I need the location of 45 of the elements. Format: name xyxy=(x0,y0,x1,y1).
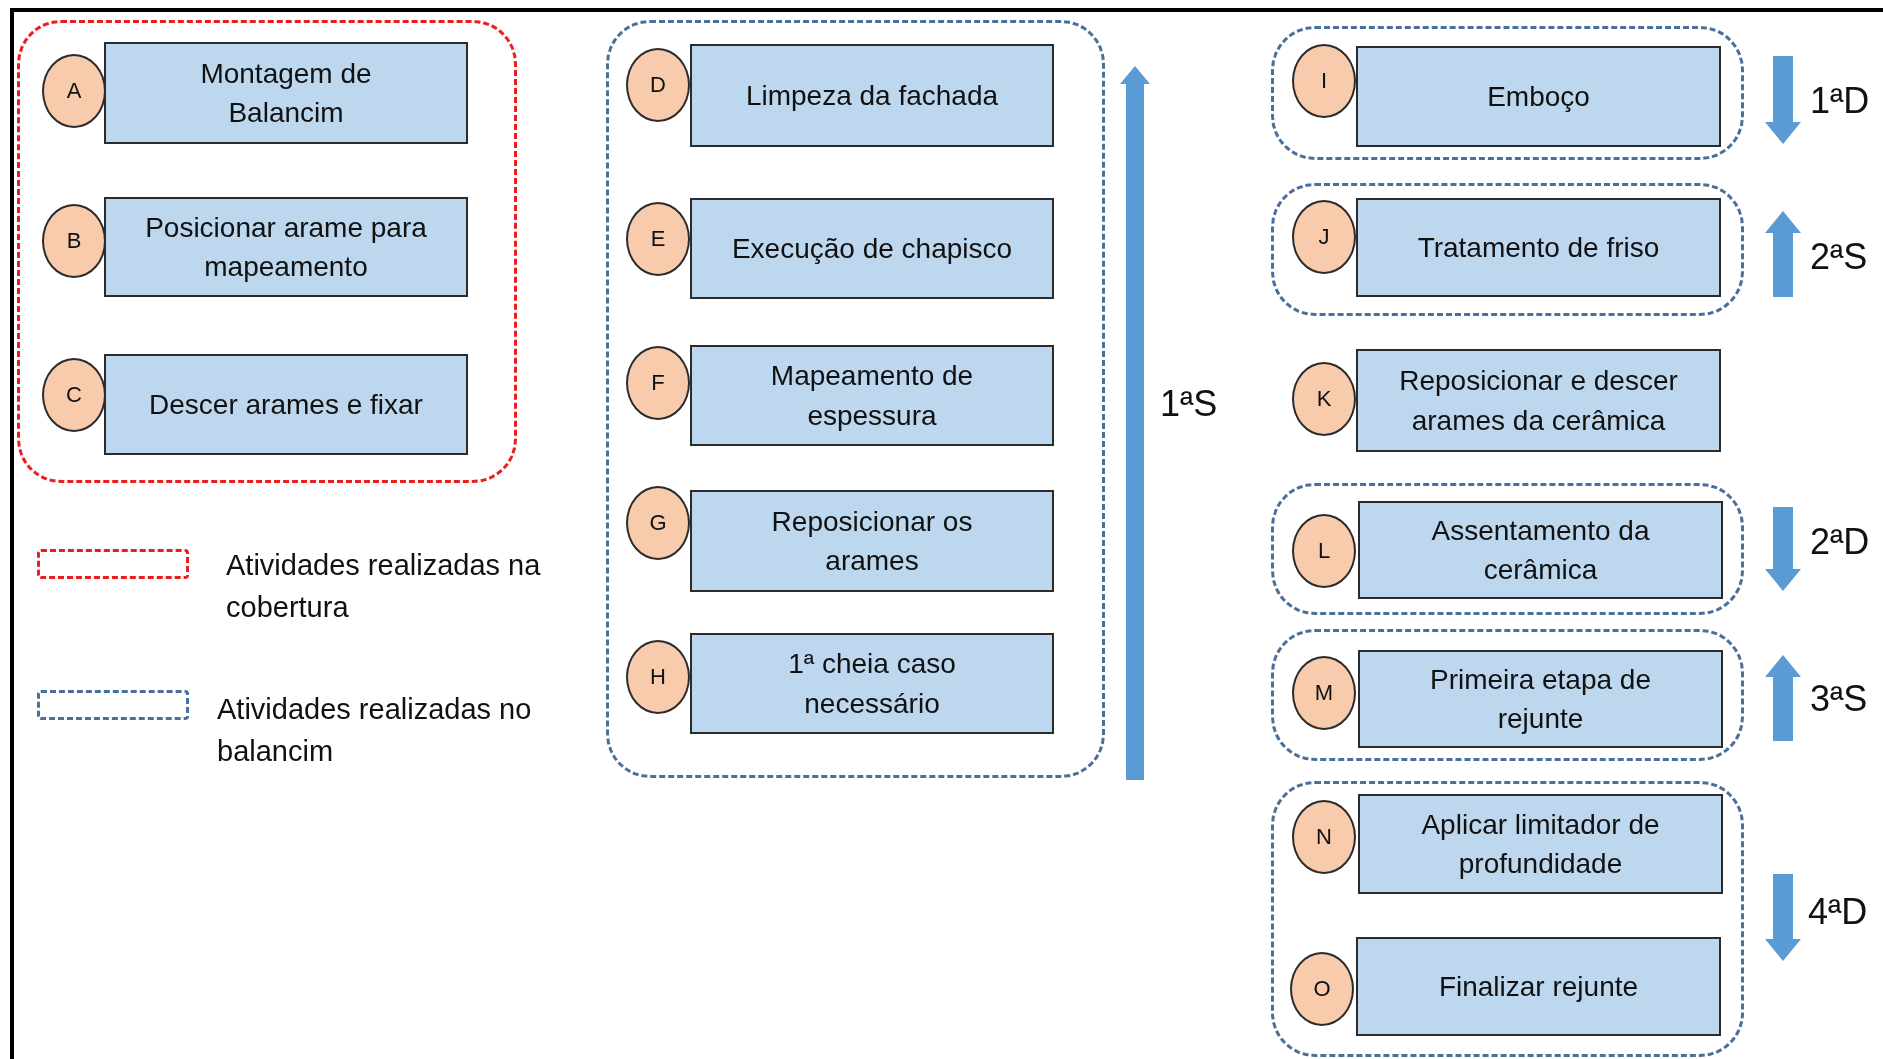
letter-circle: L xyxy=(1292,514,1356,588)
activity-box: Primeira etapa de rejunte xyxy=(1358,650,1723,748)
activity-box: 1ª cheia caso necessário xyxy=(690,633,1054,734)
activity-box: Tratamento de friso xyxy=(1356,198,1721,297)
dashed-group-outline xyxy=(1271,26,1744,160)
letter-circle: C xyxy=(42,358,106,432)
activity-box: Assentamento da cerâmica xyxy=(1358,501,1723,599)
legend-label: Atividades realizadas no balancim xyxy=(217,692,533,770)
letter-circle: G xyxy=(626,486,690,560)
pass-label: 4ªD xyxy=(1808,891,1868,933)
pass-label: 1ªS xyxy=(1160,383,1218,425)
dashed-group-outline xyxy=(1271,483,1744,615)
activity-box: Reposicionar e descer arames da cerâmica xyxy=(1356,349,1721,452)
letter-circle: H xyxy=(626,640,690,714)
activity-box: Finalizar rejunte xyxy=(1356,937,1721,1036)
activity-box: Montagem de Balancim xyxy=(104,42,468,144)
letter-circle: F xyxy=(626,346,690,420)
letter-circle: E xyxy=(626,202,690,276)
activity-box: Reposicionar os arames xyxy=(690,490,1054,592)
activity-box: Emboço xyxy=(1356,46,1721,147)
activity-box: Descer arames e fixar xyxy=(104,354,468,455)
activity-box: Aplicar limitador de profundidade xyxy=(1358,794,1723,894)
letter-circle: J xyxy=(1292,200,1356,274)
dashed-group-outline xyxy=(606,20,1105,778)
letter-circle: O xyxy=(1290,952,1354,1026)
dashed-group-outline xyxy=(1271,183,1744,316)
letter-circle: D xyxy=(626,48,690,122)
letter-circle: A xyxy=(42,54,106,128)
letter-circle: N xyxy=(1292,800,1356,874)
letter-circle: I xyxy=(1292,44,1356,118)
activity-box: Posicionar arame para mapeamento xyxy=(104,197,468,297)
letter-circle: K xyxy=(1292,362,1356,436)
pass-label: 1ªD xyxy=(1810,80,1870,122)
dashed-group-outline xyxy=(1271,781,1744,1057)
legend-label: Atividades realizadas na cobertura xyxy=(226,548,542,626)
pass-label: 2ªD xyxy=(1810,521,1870,563)
dashed-group-outline xyxy=(17,20,517,483)
letter-circle: M xyxy=(1292,656,1356,730)
pass-label: 3ªS xyxy=(1810,678,1868,720)
activity-box: Mapeamento de espessura xyxy=(690,345,1054,446)
dashed-group-outline xyxy=(1271,629,1744,761)
activity-box: Execução de chapisco xyxy=(690,198,1054,299)
letter-circle: B xyxy=(42,204,106,278)
activity-box: Limpeza da fachada xyxy=(690,44,1054,147)
pass-label: 2ªS xyxy=(1810,236,1868,278)
